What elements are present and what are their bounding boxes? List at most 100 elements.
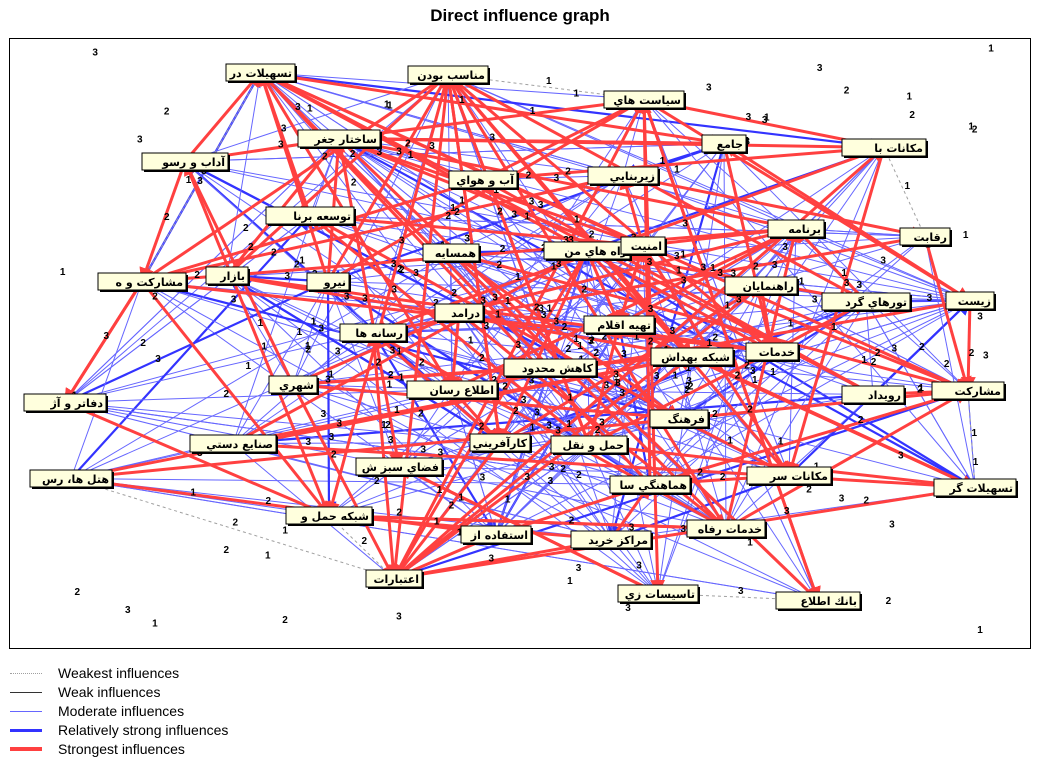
legend: Weakest influences Weak influences Moder… [8, 664, 328, 759]
moderate-edge [583, 249, 591, 445]
edge-weight-label: 1 [505, 494, 511, 505]
edge-weight-label: 1 [311, 317, 317, 328]
moderate-edge [643, 99, 969, 391]
node-label: شهري [279, 379, 314, 392]
node-label: آب و هواي [456, 173, 514, 187]
edge-weight-label: 3 [670, 326, 676, 337]
edge-weight-label: 3 [321, 409, 327, 420]
strongest-edge [392, 486, 976, 584]
node-label: رقابت [914, 231, 947, 244]
node-box [268, 375, 318, 394]
graph-node-n1: تسهيلات در [225, 63, 297, 83]
strongest-edge [794, 227, 868, 303]
node-label: زيربنايي [610, 170, 655, 183]
graph-node-n39: هتل ها، رس [29, 469, 114, 489]
node-box [617, 584, 699, 603]
edge-weight-label: 3 [92, 48, 98, 59]
edge-weight-label: 3 [521, 395, 527, 406]
graph-node-n25: خدمات [745, 342, 800, 362]
edge-weight-label: 3 [295, 102, 301, 113]
edge-weight-label: 2 [397, 264, 403, 275]
moderate-edge [588, 443, 659, 594]
node-label: تورهاي گرد [845, 296, 907, 309]
relatively-strong-edge [321, 281, 337, 518]
legend-item-moderate: Moderate influences [8, 702, 328, 721]
edge-weight-label: 1 [493, 185, 499, 196]
relatively-strong-edge [372, 331, 497, 536]
edge-weight-label: 1 [299, 256, 305, 267]
strongest-edge [337, 138, 404, 468]
edge-weight-label: 1 [399, 373, 405, 384]
graph-node-n3: سياست هاي [603, 90, 686, 110]
strongest-edge [446, 73, 773, 353]
graph-node-n36: حمل و نقل [550, 435, 629, 455]
weakest-edge [70, 478, 395, 580]
node-label: نيرو [323, 276, 346, 289]
edge-weight-label: 1 [190, 488, 196, 499]
node-label: شبكه حمل و [300, 510, 369, 523]
edge-weight-label: 1 [672, 371, 678, 382]
edge-weight-label: 1 [574, 215, 580, 226]
edge-weight-label: 2 [720, 472, 726, 483]
node-box [285, 506, 373, 525]
node-label: هماهنگي سا [619, 479, 687, 492]
edge-weight-label: 3 [278, 140, 284, 151]
strongest-edge [481, 146, 885, 186]
strongest-edge [308, 214, 590, 446]
edge-weight-label: 2 [164, 212, 170, 223]
edge-weight-label: 2 [688, 382, 694, 393]
strongest-edge [586, 249, 868, 307]
graph-node-n27: كاهش محدود [503, 358, 598, 378]
edge-weight-label: 1 [459, 195, 465, 206]
influence-graph-svg: 1212231333233321223132122332322322131113… [23, 43, 1018, 636]
moderate-edge [725, 147, 885, 530]
edge-weight-label: 1 [770, 367, 776, 378]
edge-weight-label: 1 [394, 405, 400, 416]
graph-node-n15: امنيت [620, 236, 667, 256]
edge-weight-label: 1 [968, 122, 974, 133]
edge-weight-label: 3 [390, 346, 396, 357]
graph-node-n20: تورهاي گرد [821, 292, 912, 312]
edge-weight-label: 1 [282, 526, 288, 537]
edge-weight-label: 3 [654, 371, 660, 382]
node-label: مشاركت [954, 385, 1001, 398]
graph-node-n32: دفاتر و آژ [23, 393, 108, 413]
moderate-edge [292, 280, 330, 385]
edge-weight-label: 2 [233, 518, 239, 529]
edge-weight-label: 3 [511, 210, 517, 221]
relatively-strong-edge [338, 137, 977, 489]
graph-node-n4: مكانات با [841, 138, 928, 158]
strongest-edge [259, 71, 969, 392]
moderate-edge [451, 389, 727, 529]
graph-node-n44: استفاده از [460, 525, 533, 545]
edge-weight-label: 3 [674, 251, 680, 262]
node-box [724, 276, 798, 295]
edge-weight-label: 3 [554, 173, 560, 184]
strongest-edge [446, 73, 867, 303]
strongest-edge [259, 71, 552, 369]
edge-weight-label: 3 [541, 310, 547, 321]
relatively-strong-edge [586, 249, 977, 489]
strongest-edge [446, 73, 791, 477]
edge-weight-label: 3 [647, 257, 653, 268]
edge-weight-label: 3 [396, 611, 402, 622]
edge-weight-label: 2 [376, 358, 382, 369]
edge-weight-label: 3 [413, 268, 419, 279]
edge-weight-label: 3 [619, 388, 625, 399]
graph-node-n31: مشاركت [931, 381, 1006, 401]
moderate-edge [64, 399, 501, 443]
strongest-edge [337, 133, 797, 230]
moderate-edge [447, 74, 620, 326]
edge-weight-label: 1 [707, 338, 713, 349]
graph-node-n41: تسهيلات گر [933, 478, 1018, 498]
node-box [603, 90, 685, 109]
edge-weight-label: 2 [684, 385, 690, 396]
edge-weight-label: 1 [727, 436, 733, 447]
edge-weight-label: 3 [636, 561, 642, 572]
edge-weight-label: 3 [489, 554, 495, 565]
strongest-edge [649, 387, 970, 486]
edge-weight-label: 2 [248, 242, 254, 253]
strongest-edge [183, 71, 262, 163]
edge-weight-label: 3 [549, 462, 555, 473]
